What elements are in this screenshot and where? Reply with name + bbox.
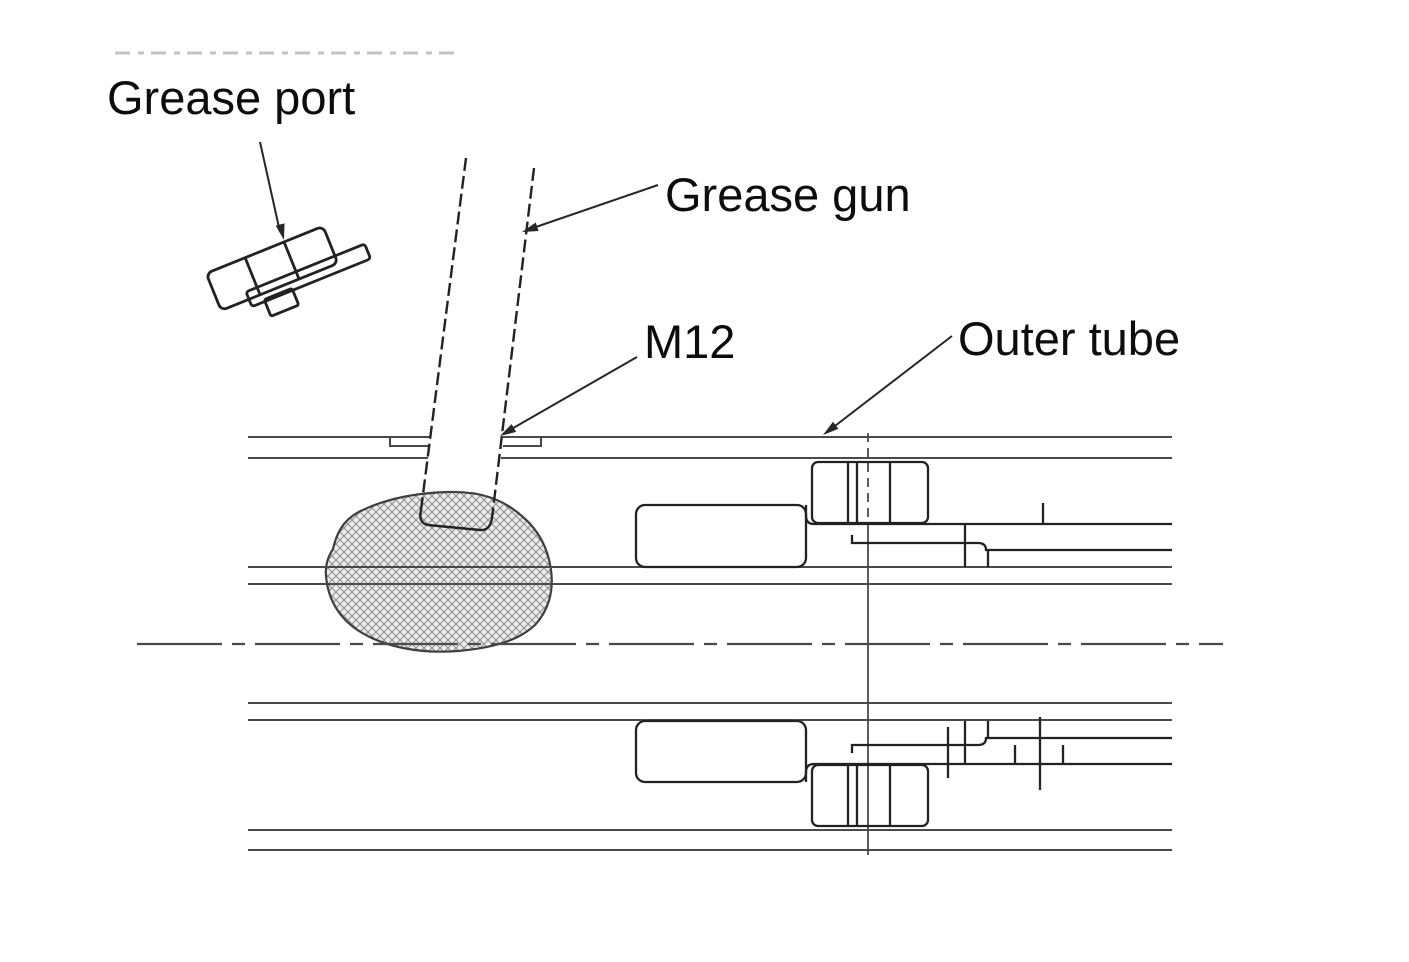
upper-flange-block <box>634 503 808 569</box>
lower-cross-pin-lines <box>946 717 1065 790</box>
grease-blob <box>324 490 553 653</box>
lower-step-verticals <box>963 721 990 764</box>
m12-arrowhead-icon <box>500 424 517 436</box>
grease-fitting-stem <box>263 287 300 318</box>
grease-gun-nozzle-tip <box>419 509 494 532</box>
grease-fitting-hex-body <box>206 226 338 311</box>
grease-port-label: Grease port <box>107 71 355 124</box>
grease-gun-arrowhead-icon <box>522 222 539 232</box>
lower-washer-step-line <box>850 736 1172 753</box>
grease-fitting-washer-plate <box>245 243 372 308</box>
upper-bolt-head-facets <box>846 462 892 523</box>
lower-bolt-head <box>810 763 930 828</box>
m12-port-seat <box>389 437 542 447</box>
grease-gun-label: Grease gun <box>665 168 911 221</box>
grease-port-arrowhead-icon <box>275 223 285 240</box>
grease-gun-tube-left-edge <box>419 157 468 511</box>
lower-seat-step-line <box>804 762 1172 782</box>
upper-seat-step-line <box>804 505 1172 526</box>
grease-port-leader-line <box>259 141 281 233</box>
m12-label: M12 <box>644 315 735 368</box>
m12-leader-line <box>507 356 638 432</box>
upper-washer-step-line <box>850 535 1172 552</box>
grease-port-fitting <box>206 226 372 318</box>
lower-flange-block <box>634 719 808 784</box>
grease-gun-leader-line <box>529 184 659 230</box>
grease-fitting-hex-facets <box>243 241 301 296</box>
upper-step-verticals <box>963 503 1045 567</box>
grease-gun-tube-right-edge <box>490 167 536 519</box>
outer-tube-label: Outer tube <box>958 312 1180 365</box>
upper-bolt-head <box>810 460 930 525</box>
outer-tube-arrowhead-icon <box>823 421 839 435</box>
lower-bolt-head-facets <box>846 765 892 826</box>
outer-tube-leader-line <box>830 335 953 430</box>
